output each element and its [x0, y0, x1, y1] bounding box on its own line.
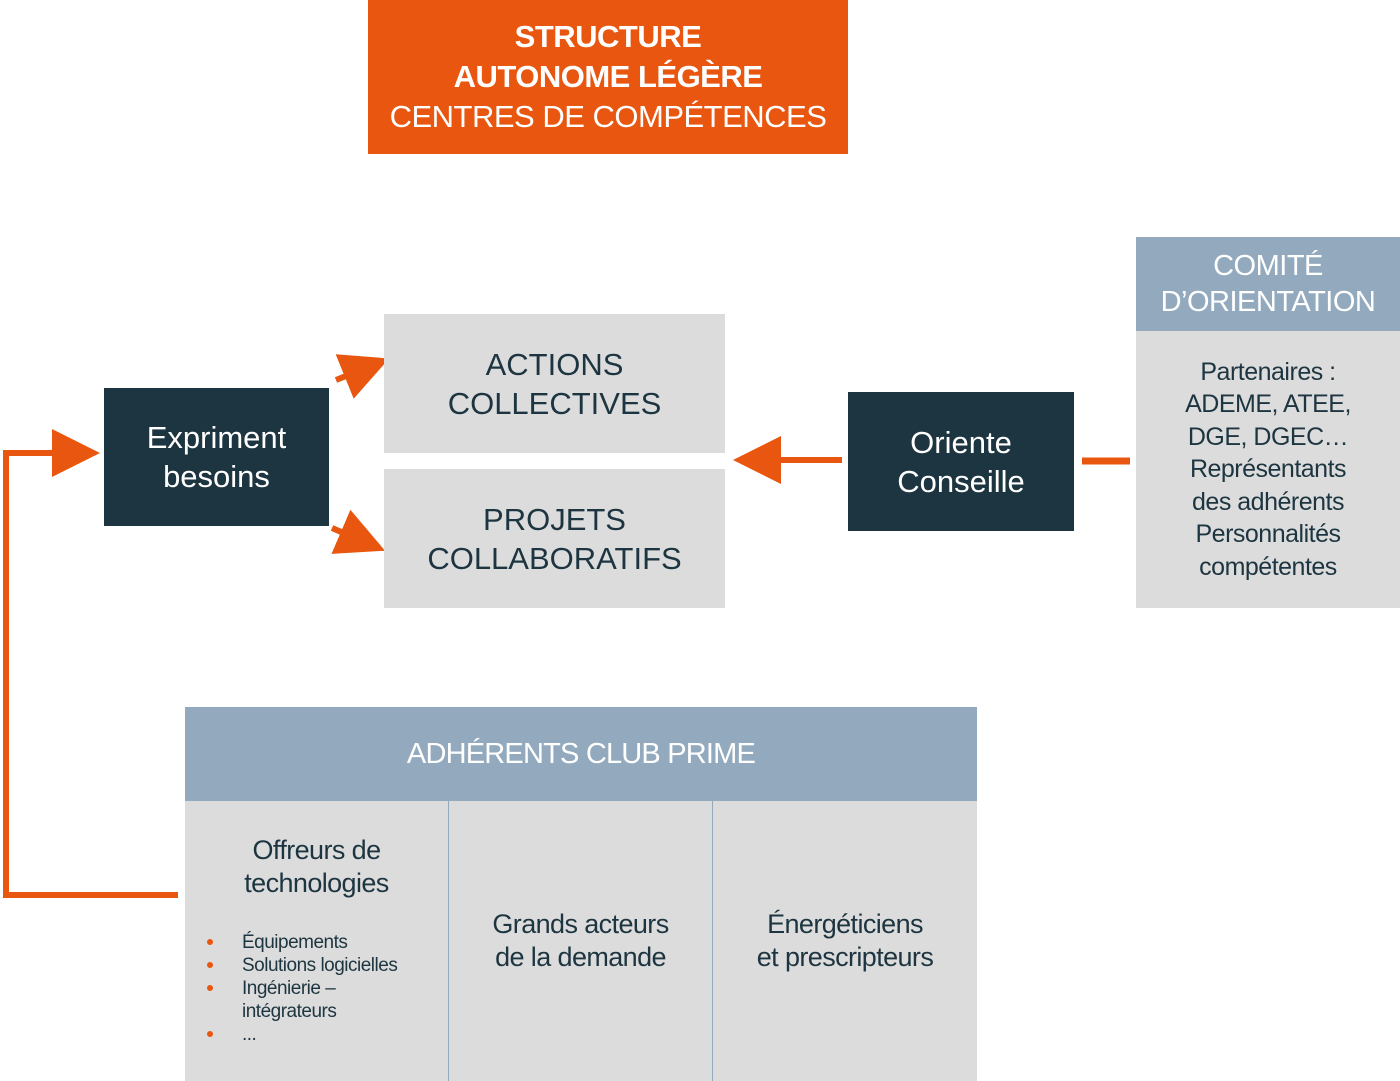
offreurs-title-line1: Offreurs de [252, 835, 382, 865]
grands-acteurs-title: Grands acteurs de la demande [492, 908, 669, 974]
list-item-text: Ingénierie – [242, 978, 336, 999]
grands-acteurs-line1: Grands acteurs [492, 909, 669, 939]
grands-acteurs-line2: de la demande [495, 942, 666, 972]
arrow-to-actions [334, 354, 390, 399]
projets-collaboratifs-box: PROJETS COLLABORATIFS [384, 469, 725, 608]
energeticiens-line2: et prescripteurs [756, 942, 934, 972]
comite-header: COMITÉ D’ORIENTATION [1136, 237, 1400, 331]
arrow-to-projets [330, 509, 386, 554]
list-item: Solutions logicielles [185, 954, 398, 977]
projets-line2: COLLABORATIFS [427, 540, 682, 576]
oriente-line2: Conseille [897, 463, 1025, 499]
offreurs-title: Offreurs de technologies [185, 834, 448, 900]
comite-line: Personnalités [1195, 520, 1341, 549]
expriment-besoins-box: Expriment besoins [104, 388, 329, 526]
comite-line: des adhérents [1192, 487, 1344, 516]
comite-body: Partenaires : ADEME, ATEE, DGE, DGEC… Re… [1136, 331, 1400, 608]
list-item: Équipements [185, 931, 397, 954]
comite-line: Représentants [1189, 455, 1347, 484]
grands-acteurs-column: Grands acteurs de la demande [449, 801, 712, 1081]
structure-line2: AUTONOME LÉGÈRE [453, 59, 763, 94]
list-item-text-cont: intégrateurs [242, 1001, 337, 1022]
list-item: Ingénierie –intégrateurs [185, 977, 397, 1023]
projets-line1: PROJETS [483, 501, 626, 537]
list-item: ... [185, 1023, 397, 1046]
structure-box: STRUCTURE AUTONOME LÉGÈRE CENTRES DE COM… [368, 0, 848, 154]
comite-line: ADEME, ATEE, [1185, 390, 1351, 419]
actions-line1: ACTIONS [485, 346, 624, 382]
expriment-line2: besoins [163, 459, 270, 494]
adherents-title: ADHÉRENTS CLUB PRIME [406, 737, 756, 770]
structure-line1: STRUCTURE [514, 19, 702, 54]
comite-line: DGE, DGEC… [1187, 422, 1349, 451]
structure-line3: CENTRES DE COMPÉTENCES [389, 99, 827, 134]
column-divider [448, 801, 449, 1081]
comite-line: Partenaires : [1200, 357, 1336, 386]
actions-line2: COLLECTIVES [447, 385, 662, 421]
offreurs-column: Offreurs de technologies Équipements Sol… [185, 801, 448, 1081]
oriente-line1: Oriente [910, 424, 1012, 460]
list-item-text: Équipements [242, 932, 348, 953]
comite-line: compétentes [1199, 552, 1337, 581]
offreurs-title-line2: technologies [244, 868, 389, 898]
energeticiens-title: Énergéticiens et prescripteurs [756, 908, 934, 974]
list-item-text: ... [242, 1024, 257, 1045]
expriment-line1: Expriment [146, 420, 287, 455]
actions-collectives-box: ACTIONS COLLECTIVES [384, 314, 725, 453]
comite-title2: D’ORIENTATION [1160, 286, 1376, 318]
list-item-text: Solutions logicielles [242, 955, 398, 976]
energeticiens-line1: Énergéticiens [767, 909, 923, 939]
comite-title1: COMITÉ [1213, 250, 1323, 282]
offreurs-list: Équipements Solutions logicielles Ingéni… [185, 931, 398, 1046]
adherents-header: ADHÉRENTS CLUB PRIME [185, 707, 977, 801]
energeticiens-column: Énergéticiens et prescripteurs [713, 801, 977, 1081]
column-divider [712, 801, 713, 1081]
oriente-conseille-box: Oriente Conseille [848, 392, 1074, 531]
